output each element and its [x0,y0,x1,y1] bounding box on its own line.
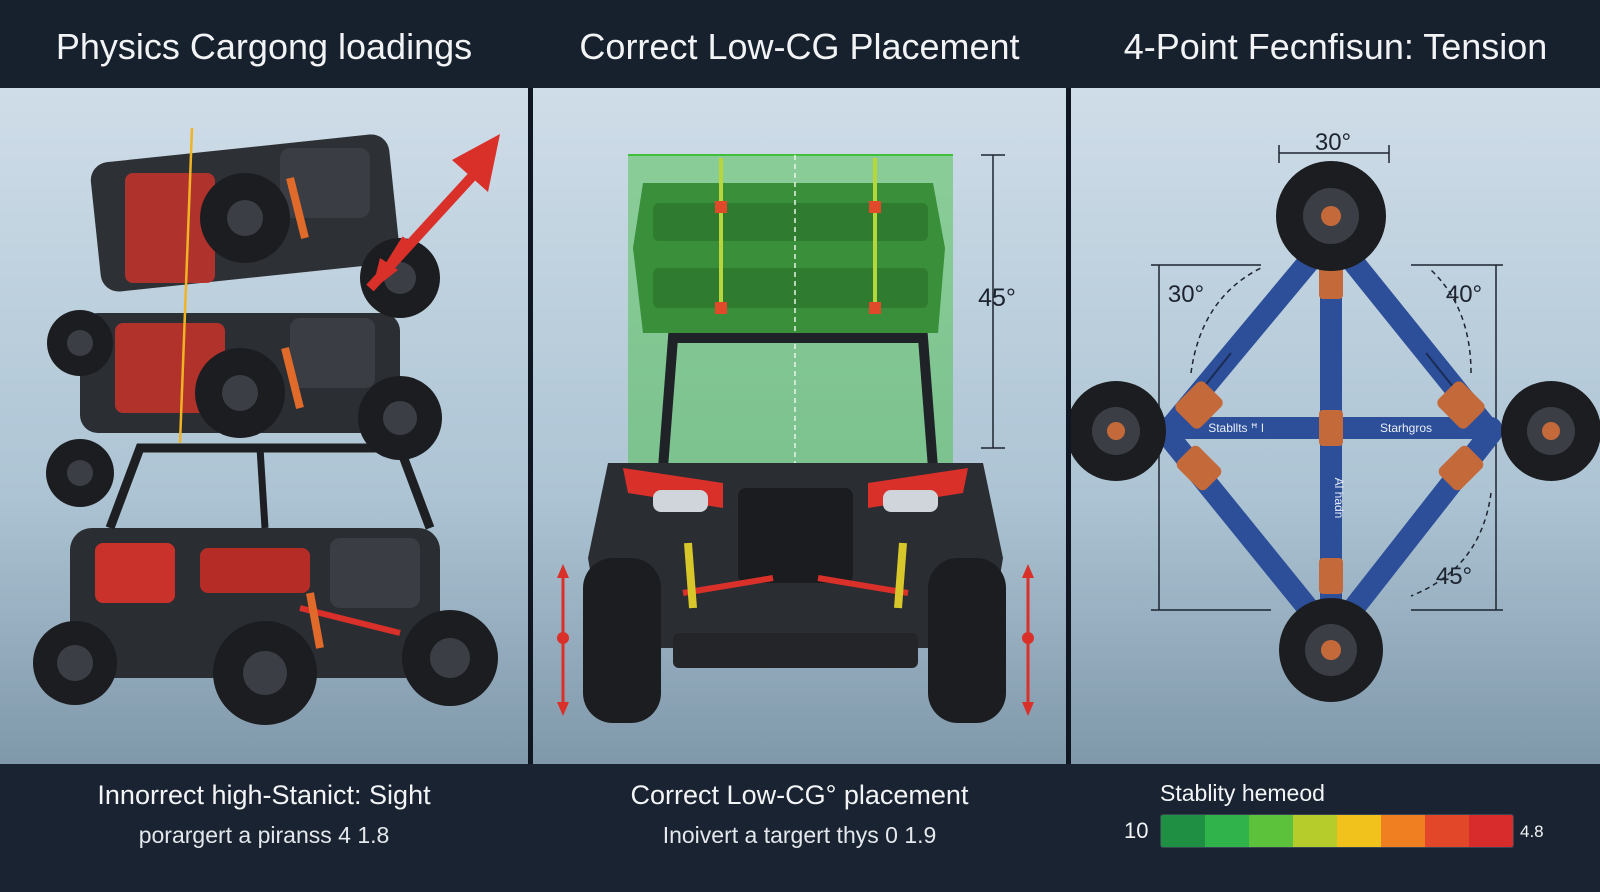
scale-segment [1337,815,1381,847]
left-angle-label: 30° [1168,281,1204,308]
panel2-subcaption: Inoivert a targert thys 0 1.9 [662,822,937,848]
height-marker-right [1022,564,1034,716]
tipping-force-arrow-icon [366,134,500,292]
height-marker-left [557,564,569,716]
utv-top [90,134,440,318]
dimension-marker [981,154,1005,449]
scale-segment [1425,815,1469,847]
scale-segment [1249,815,1293,847]
cg-line [178,127,194,444]
scale-max-label: 4.8 [1520,822,1544,841]
divider-2 [1066,88,1071,764]
stability-scale-bar [1160,814,1514,848]
tension-diagram: 30° 30° 40° 45° Stabllts ꟸ l Starhgros A… [1071,129,1600,702]
angle-label: 45° [978,284,1016,312]
scale-min-label: 10 [1124,818,1149,843]
low-cg-illustration: 45° [557,154,1034,723]
panel1-title: Physics Cargong loadings [55,26,473,67]
utv-middle [46,310,442,507]
strap-right-label: Starhgros [1380,421,1432,435]
panel2-title: Correct Low-CG Placement [579,26,1020,67]
scale-segment [1293,815,1337,847]
utv-front [583,463,1006,723]
panel-incorrect-loading [0,88,528,764]
scale-segment [1205,815,1249,847]
utv-bottom [33,443,498,725]
buckles [1175,263,1485,594]
wheel-top [1276,161,1386,271]
panel-correct-placement: 45° [533,88,1066,764]
wheel-right [1501,381,1600,481]
panel1-caption: Innorrect high-Stanict: Sight [97,780,431,810]
stability-title: Stablity hemeod [1160,780,1325,806]
scale-segment [1381,815,1425,847]
right-angle-label: 40° [1446,281,1482,308]
strap-vertical-label: Al hadn [1332,478,1346,519]
strap-left-label: Stabllts ꟸ l [1208,421,1264,435]
panel1-subcaption: porargert a piranss 4 1.8 [138,822,390,848]
panel-four-point-tension: 30° 30° 40° 45° Stabllts ꟸ l Starhgros A… [1071,88,1600,764]
wheel-bottom [1279,598,1383,702]
top-angle-label: 30° [1315,129,1351,156]
bottom-angle-label: 45° [1436,563,1472,590]
stacked-utv-illustration [33,127,500,725]
wheel-left [1071,381,1166,481]
header-bar: Physics Cargong loadings Correct Low-CG … [0,0,1600,88]
scale-segment [1161,815,1205,847]
cargo-box [633,158,945,333]
divider-1 [528,88,533,764]
scale-segment [1469,815,1513,847]
panel2-caption: Correct Low-CG° placement [630,780,969,810]
stability-scale [1160,814,1514,848]
panel3-title: 4-Point Fecnfisun: Tension [1123,26,1548,67]
